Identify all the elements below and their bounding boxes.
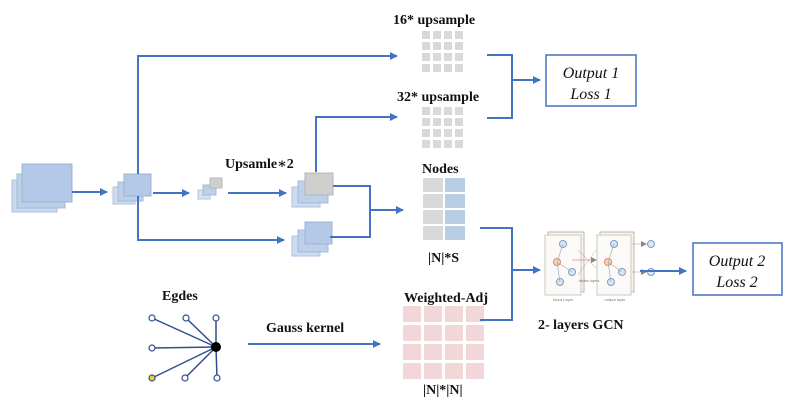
adj-cell bbox=[424, 344, 442, 360]
upsample16-cell bbox=[444, 31, 452, 39]
upsample32-cell bbox=[422, 129, 430, 137]
nodes-matrix bbox=[423, 178, 465, 240]
nodes-cell bbox=[423, 194, 443, 208]
adj-cell bbox=[466, 325, 484, 341]
upsample16-cell bbox=[444, 53, 452, 61]
arrow-to-32x-upsample bbox=[315, 113, 398, 172]
arrow-stack2-to-lower-stack bbox=[137, 196, 285, 244]
gcn-output-layer-caption: output layer bbox=[605, 297, 627, 302]
nodes-cell bbox=[445, 178, 465, 192]
adj-cell bbox=[466, 363, 484, 379]
upsample32-cell bbox=[422, 107, 430, 115]
output1-bracket bbox=[487, 54, 513, 119]
nodes-cell bbox=[423, 178, 443, 192]
adj-dim-label: |N|*|N| bbox=[423, 383, 463, 398]
output2-box: Output 2 Loss 2 bbox=[692, 242, 783, 296]
adj-cell bbox=[424, 306, 442, 322]
feature-stack-3 bbox=[197, 177, 223, 200]
adj-cell bbox=[445, 325, 463, 341]
upsample32-label: 32* upsample bbox=[397, 90, 479, 105]
gcn-label: 2- layers GCN bbox=[538, 318, 624, 333]
adj-cell bbox=[445, 344, 463, 360]
input-feature-stack bbox=[11, 163, 73, 213]
edges-graph bbox=[148, 314, 221, 382]
gcn-hidden-layer-caption: hidden layers bbox=[579, 279, 600, 283]
upsample16-cell bbox=[433, 64, 441, 72]
adj-cell bbox=[424, 363, 442, 379]
output1-loss: Loss 1 bbox=[569, 86, 611, 103]
feature-stack-2 bbox=[112, 173, 152, 205]
adj-cell bbox=[403, 344, 421, 360]
upsample32-cell bbox=[422, 140, 430, 148]
upsample16-cell bbox=[455, 42, 463, 50]
gcn-figure: Input Layer hidden layers output layer bbox=[544, 231, 655, 302]
gcn-bracket bbox=[480, 227, 513, 321]
adj-cell bbox=[445, 306, 463, 322]
upsample16-cell bbox=[433, 53, 441, 61]
upsample32-cell bbox=[455, 129, 463, 137]
adj-cell bbox=[424, 325, 442, 341]
upsample32-cell bbox=[455, 107, 463, 115]
nodes-cell bbox=[423, 226, 443, 240]
output2-title: Output 2 bbox=[709, 253, 765, 270]
output1-box: Output 1 Loss 1 bbox=[545, 54, 637, 107]
output2-loss: Loss 2 bbox=[715, 274, 757, 291]
nodes-cell bbox=[445, 210, 465, 224]
upsample32-cell bbox=[444, 107, 452, 115]
grid-32x bbox=[422, 107, 463, 148]
adj-cell bbox=[403, 306, 421, 322]
adj-cell bbox=[466, 306, 484, 322]
nodes-label: Nodes bbox=[422, 162, 459, 177]
upsample16-cell bbox=[422, 64, 430, 72]
upsample32-cell bbox=[433, 107, 441, 115]
merge-bracket bbox=[330, 185, 371, 238]
upsample32-cell bbox=[444, 118, 452, 126]
edges-label: Egdes bbox=[162, 289, 198, 304]
adjacency-matrix bbox=[403, 306, 484, 379]
nodes-dim-label: |N|*S bbox=[428, 251, 459, 266]
upsample2-stack bbox=[291, 172, 334, 208]
lower-feature-stack bbox=[291, 221, 333, 257]
arrow-to-16x-upsample bbox=[137, 52, 398, 174]
upsample16-cell bbox=[455, 31, 463, 39]
upsample32-cell bbox=[433, 140, 441, 148]
nodes-cell bbox=[445, 194, 465, 208]
upsample16-cell bbox=[444, 42, 452, 50]
nodes-cell bbox=[423, 210, 443, 224]
upsample16-cell bbox=[422, 42, 430, 50]
upsample32-cell bbox=[444, 129, 452, 137]
upsample32-cell bbox=[455, 118, 463, 126]
gcn-input-layer-caption: Input Layer bbox=[553, 297, 574, 302]
grid-16x bbox=[422, 31, 463, 72]
upsample16-cell bbox=[455, 53, 463, 61]
upsample32-cell bbox=[433, 129, 441, 137]
adj-cell bbox=[403, 325, 421, 341]
gauss-kernel-label: Gauss kernel bbox=[266, 321, 344, 336]
upsample16-cell bbox=[422, 53, 430, 61]
nodes-cell bbox=[445, 226, 465, 240]
upsample32-cell bbox=[422, 118, 430, 126]
adj-label: Weighted-Adj bbox=[404, 291, 488, 306]
adj-cell bbox=[403, 363, 421, 379]
upsample32-cell bbox=[444, 140, 452, 148]
output1-title: Output 1 bbox=[563, 65, 619, 82]
upsample2-label: Upsamle∗2 bbox=[225, 157, 294, 172]
adj-cell bbox=[466, 344, 484, 360]
upsample32-cell bbox=[433, 118, 441, 126]
upsample16-label: 16* upsample bbox=[393, 13, 475, 28]
upsample16-cell bbox=[433, 31, 441, 39]
upsample32-cell bbox=[455, 140, 463, 148]
upsample16-cell bbox=[444, 64, 452, 72]
upsample16-cell bbox=[433, 42, 441, 50]
upsample16-cell bbox=[455, 64, 463, 72]
upsample16-cell bbox=[422, 31, 430, 39]
adj-cell bbox=[445, 363, 463, 379]
